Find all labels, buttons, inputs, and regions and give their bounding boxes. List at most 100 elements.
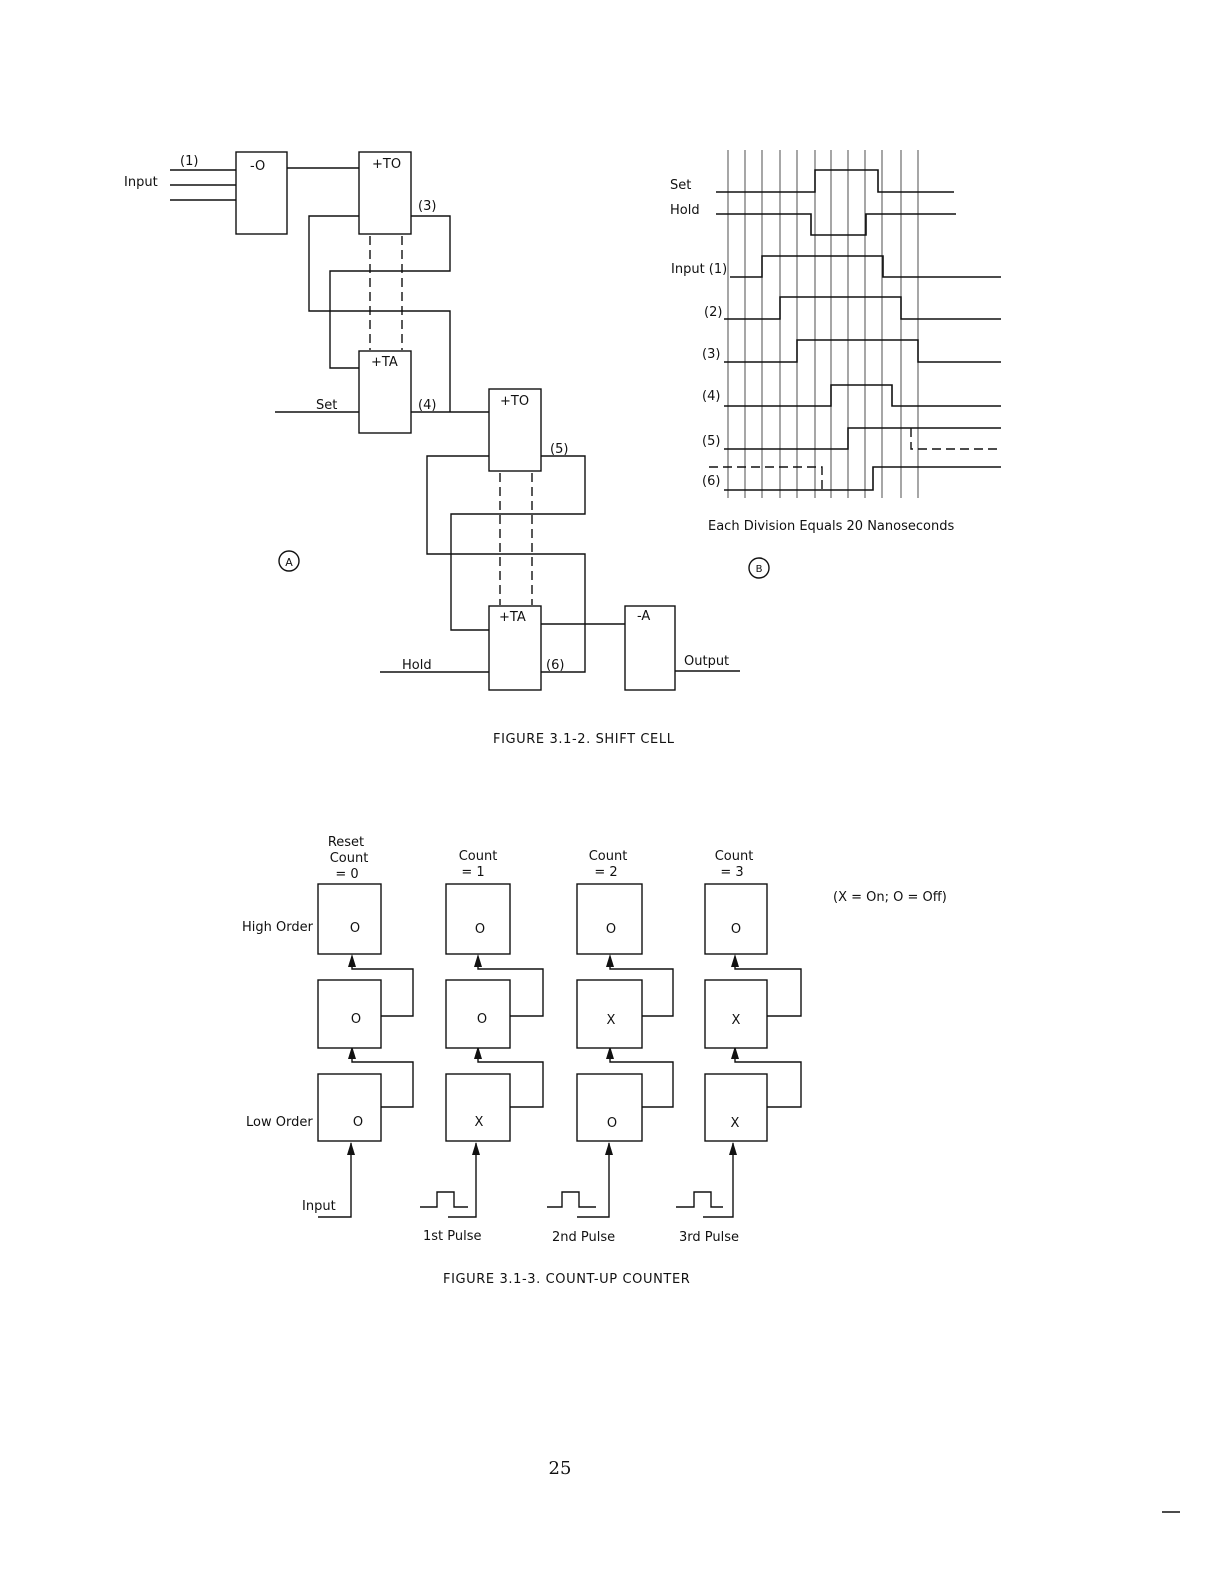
pulse-symbol-1 xyxy=(420,1191,468,1208)
cell-c3-low xyxy=(704,1073,768,1142)
figure-caption-counter: FIGURE 3.1-3. COUNT-UP COUNTER xyxy=(443,1272,690,1287)
waveform-5-alt xyxy=(910,428,1001,450)
waveform-6 xyxy=(724,466,1001,491)
column-2-header-line-2: = 2 xyxy=(594,865,617,880)
output-label: Output xyxy=(684,654,729,669)
input-label: Input xyxy=(124,175,158,190)
cell-c0-mid xyxy=(317,979,382,1049)
pulse-label-2: 2nd Pulse xyxy=(552,1230,615,1245)
waveform-input-1 xyxy=(730,255,1001,278)
cell-state-c1-low: X xyxy=(475,1115,484,1130)
signal-3-label: (3) xyxy=(418,199,436,214)
counter-connectors xyxy=(318,954,802,1218)
waveform-4 xyxy=(724,384,1001,407)
cell-c0-high xyxy=(317,883,382,955)
signal-4-label: (4) xyxy=(418,398,436,413)
cell-state-c3-mid: X xyxy=(732,1013,741,1028)
column-3-header-line-1: Count xyxy=(715,849,754,864)
to-lower-label: +TO xyxy=(500,394,529,409)
to-block-lower xyxy=(488,388,542,472)
counter-cells xyxy=(317,883,768,1142)
ta-block-lower xyxy=(488,605,542,691)
cell-state-c3-low: X xyxy=(731,1116,740,1131)
counter-cell-states: O O O O O X O X O O X X xyxy=(350,921,741,1131)
waveform-6-alt xyxy=(709,466,823,490)
column-1-header-line-1: Count xyxy=(459,849,498,864)
not-and-label: -A xyxy=(637,609,650,624)
page-number: 25 xyxy=(549,1458,572,1479)
cell-c2-low xyxy=(576,1073,643,1142)
column-2-header-line-1: Count xyxy=(589,849,628,864)
cell-state-c0-low: O xyxy=(353,1115,363,1130)
ta-upper-label: +TA xyxy=(371,355,398,370)
column-0-header-line-3: = 0 xyxy=(335,867,358,882)
timing-division-note: Each Division Equals 20 Nanoseconds xyxy=(708,519,954,534)
timing-label-3: (3) xyxy=(702,347,720,362)
waveform-2 xyxy=(724,296,1001,320)
signal-1-label: (1) xyxy=(180,154,198,169)
timing-grid xyxy=(727,150,919,498)
not-or-label: -O xyxy=(250,159,265,174)
figure-b-timing-diagram: Set Hold Input (1) (2) (3) (4) (5) (6) E… xyxy=(670,150,1001,579)
high-order-label: High Order xyxy=(242,920,314,935)
pulse-symbol-3 xyxy=(676,1191,723,1208)
not-and-block xyxy=(624,605,676,691)
cell-state-c2-low: O xyxy=(607,1116,617,1131)
to-block-upper xyxy=(358,151,412,235)
cell-state-c0-mid: O xyxy=(351,1012,361,1027)
timing-label-5: (5) xyxy=(702,434,720,449)
pulse-label-1: 1st Pulse xyxy=(423,1229,482,1244)
cell-state-c1-high: O xyxy=(475,922,485,937)
timing-label-set: Set xyxy=(670,178,691,193)
pulse-symbol-2 xyxy=(547,1191,596,1208)
set-label: Set xyxy=(316,398,337,413)
counter-input-label: Input xyxy=(302,1199,336,1214)
cell-state-c2-mid: X xyxy=(607,1013,616,1028)
figure-a-logic-diagram: Input (1) -O +TO (3) +TA Set (4) +TO (5) xyxy=(124,151,740,691)
low-order-label: Low Order xyxy=(246,1115,313,1130)
cell-c2-high xyxy=(576,883,643,955)
figure-caption-shift-cell: FIGURE 3.1-2. SHIFT CELL xyxy=(493,732,675,747)
badge-b-circle xyxy=(748,557,770,579)
counter-diagram: Reset Count = 0 Count = 1 Count = 2 Coun… xyxy=(242,835,947,1245)
badge-b-label: B xyxy=(756,564,763,575)
cell-state-c3-high: O xyxy=(731,922,741,937)
ta-block-upper xyxy=(358,350,412,434)
cell-c1-high xyxy=(445,883,511,955)
column-0-header-line-1: Reset xyxy=(328,835,364,850)
timing-label-input-1: Input (1) xyxy=(671,262,727,277)
hold-label: Hold xyxy=(402,658,432,673)
timing-waveforms xyxy=(709,169,1001,491)
timing-signal-labels: Set Hold Input (1) (2) (3) (4) (5) (6) xyxy=(670,178,727,489)
column-1-header-line-2: = 1 xyxy=(461,865,484,880)
signal-6-label: (6) xyxy=(546,658,564,673)
timing-label-4: (4) xyxy=(702,389,720,404)
cell-c2-mid xyxy=(576,979,643,1049)
badge-a-circle xyxy=(278,550,300,572)
cell-c1-mid xyxy=(445,979,511,1049)
ta-lower-label: +TA xyxy=(499,610,526,625)
column-0-header-line-2: Count xyxy=(330,851,369,866)
waveform-3 xyxy=(724,339,1001,363)
waveform-hold xyxy=(716,213,956,236)
signal-5-label: (5) xyxy=(550,442,568,457)
pulse-label-3: 3rd Pulse xyxy=(679,1230,739,1245)
cell-c3-high xyxy=(704,883,768,955)
cell-state-c2-high: O xyxy=(606,922,616,937)
cell-c0-low xyxy=(317,1073,382,1142)
not-or-block xyxy=(235,151,288,235)
waveform-5 xyxy=(724,427,1001,450)
timing-label-hold: Hold xyxy=(670,203,700,218)
column-3-header-line-2: = 3 xyxy=(720,865,743,880)
timing-label-6: (6) xyxy=(702,474,720,489)
cell-c3-mid xyxy=(704,979,768,1049)
cell-c1-low xyxy=(445,1073,511,1142)
waveform-set xyxy=(716,169,954,193)
timing-label-2: (2) xyxy=(704,305,722,320)
cell-state-c1-mid: O xyxy=(477,1012,487,1027)
counter-legend: (X = On; O = Off) xyxy=(833,890,947,905)
cell-state-c0-high: O xyxy=(350,921,360,936)
badge-a-label: A xyxy=(285,556,293,569)
to-upper-label: +TO xyxy=(372,157,401,172)
